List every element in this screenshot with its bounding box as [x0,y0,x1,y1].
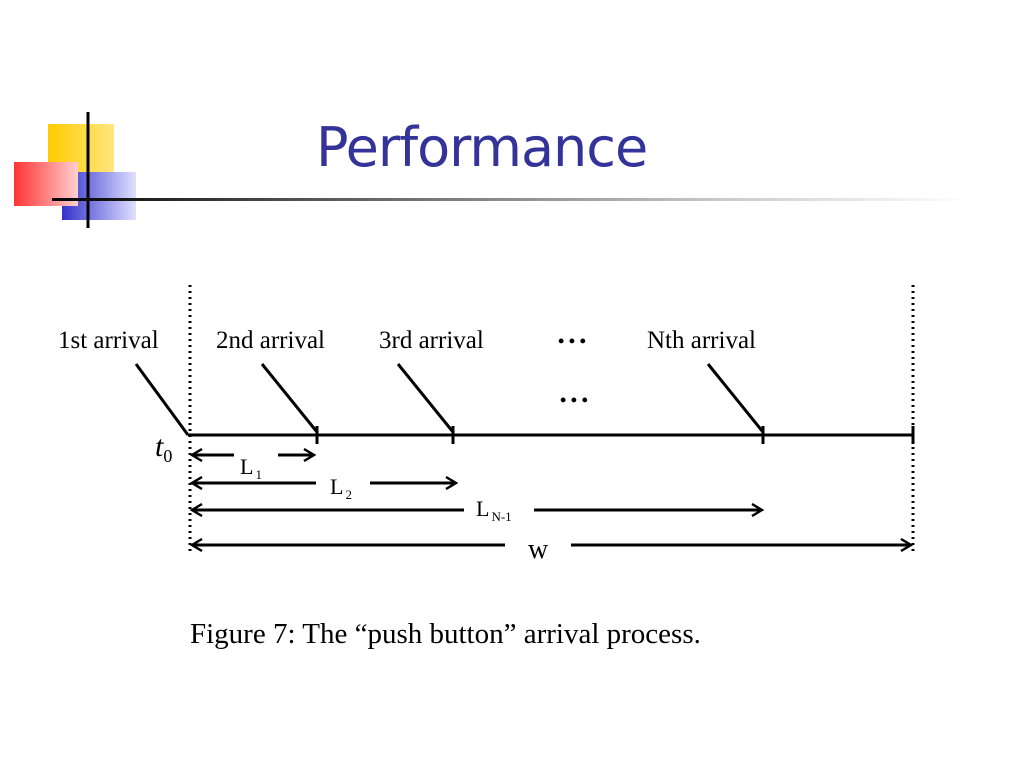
pointer-nth [706,363,765,433]
ellipsis-middle: • • • [560,390,588,410]
pointer-2nd [260,363,319,433]
label-3rd-arrival: 3rd arrival [379,327,484,354]
pointer-3rd [396,363,455,433]
window-label-bg [505,530,571,560]
interval-LN-1-label-bg [464,496,534,524]
corner-decoration [14,112,136,228]
interval-L2-label-bg [316,471,370,499]
page-title: Performance [316,116,648,179]
pointer-1st [134,363,190,436]
figure-caption: Figure 7: The “push button” arrival proc… [190,618,701,650]
label-2nd-arrival: 2nd arrival [216,327,325,354]
title-rule [52,198,972,201]
window-label: w [528,534,549,565]
label-nth-arrival: Nth arrival [647,327,756,354]
label-1st-arrival: 1st arrival [58,327,159,354]
t0-label: t0 [155,430,172,466]
ellipsis-top: • • • [558,331,586,351]
